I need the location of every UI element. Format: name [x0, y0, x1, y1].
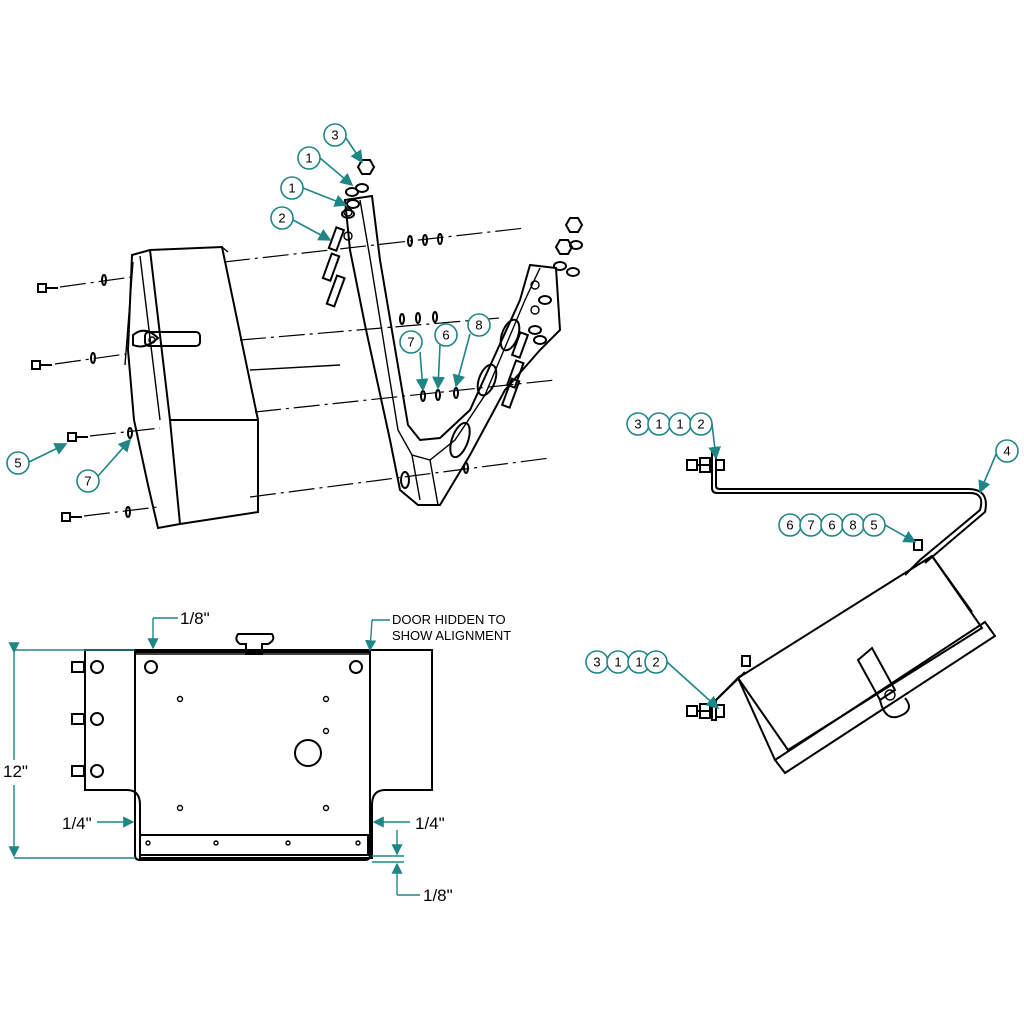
exploded-view: 3 1 1 2 5 7 7	[6, 123, 584, 530]
svg-text:8: 8	[475, 318, 482, 333]
svg-text:4: 4	[1003, 444, 1010, 459]
svg-text:3: 3	[634, 417, 641, 432]
box-latch	[144, 331, 201, 347]
front-view: 12" 1/8" DOOR HIDDEN TO SHOW ALIGNMENT 1…	[3, 609, 511, 905]
svg-text:7: 7	[807, 518, 814, 533]
svg-text:2: 2	[278, 211, 285, 226]
alignment-centerlines	[54, 227, 556, 517]
mounting-bracket	[343, 194, 562, 506]
bracket-hardware	[321, 159, 584, 474]
svg-text:1/8": 1/8"	[423, 886, 453, 905]
svg-text:7: 7	[84, 474, 91, 489]
svg-text:1: 1	[305, 151, 312, 166]
svg-text:6: 6	[442, 328, 449, 343]
upper-bolt-fitting	[686, 452, 725, 478]
svg-text:3: 3	[593, 655, 600, 670]
svg-text:3: 3	[331, 128, 338, 143]
dim-left-1-4: 1/4"	[62, 814, 135, 833]
dim-bottom-1-8: 1/8"	[372, 830, 453, 905]
svg-text:1: 1	[614, 655, 621, 670]
dim-right-1-4: 1/4"	[372, 814, 445, 833]
balloon-3-bracket: 3	[323, 123, 363, 164]
svg-text:SHOW ALIGNMENT: SHOW ALIGNMENT	[392, 628, 511, 643]
balloon-1-bracket-lower: 1	[280, 176, 348, 207]
svg-text:2: 2	[652, 655, 659, 670]
balloon-group-middle: 6 7 6 8 5	[778, 513, 917, 543]
svg-text:5: 5	[14, 456, 21, 471]
svg-text:8: 8	[849, 518, 856, 533]
svg-text:6: 6	[786, 518, 793, 533]
left-bolts	[31, 283, 88, 522]
side-view: 3 1 1 2 4 6 7 6 8 5	[585, 412, 1019, 775]
svg-text:1/8": 1/8"	[180, 609, 210, 628]
svg-text:1: 1	[676, 417, 683, 432]
svg-text:1/4": 1/4"	[62, 814, 92, 833]
dim-12in: 12"	[3, 642, 135, 859]
svg-text:7: 7	[407, 335, 414, 350]
dim-note-door: DOOR HIDDEN TO SHOW ALIGNMENT	[365, 612, 511, 652]
balloon-group-top: 3 1 1 2	[626, 412, 722, 460]
balloon-1-bracket-upper: 1	[297, 146, 354, 187]
side-view-box	[736, 539, 997, 775]
balloon-7-left: 7	[76, 438, 132, 493]
balloon-2-bracket: 2	[270, 206, 332, 241]
svg-text:DOOR HIDDEN TO: DOOR HIDDEN TO	[392, 612, 506, 627]
balloon-5-bolt: 5	[6, 443, 68, 475]
lower-bolt-fitting	[686, 703, 725, 719]
svg-text:2: 2	[697, 417, 704, 432]
svg-text:1: 1	[288, 181, 295, 196]
balloon-group-bottom: 3 1 1 2	[585, 650, 720, 710]
svg-text:1: 1	[655, 417, 662, 432]
storage-box	[124, 245, 259, 530]
balloon-4-side: 4	[978, 439, 1019, 494]
svg-text:1/4": 1/4"	[415, 814, 445, 833]
balloon-7-bracket: 7	[399, 330, 429, 392]
svg-text:6: 6	[828, 518, 835, 533]
svg-text:12": 12"	[3, 762, 28, 781]
svg-text:1: 1	[635, 655, 642, 670]
balloon-6-bracket: 6	[432, 323, 458, 390]
balloon-8-bracket: 8	[452, 313, 491, 388]
svg-text:5: 5	[870, 518, 877, 533]
dim-top-1-8: 1/8"	[147, 609, 210, 650]
front-side-bolts	[71, 660, 104, 778]
